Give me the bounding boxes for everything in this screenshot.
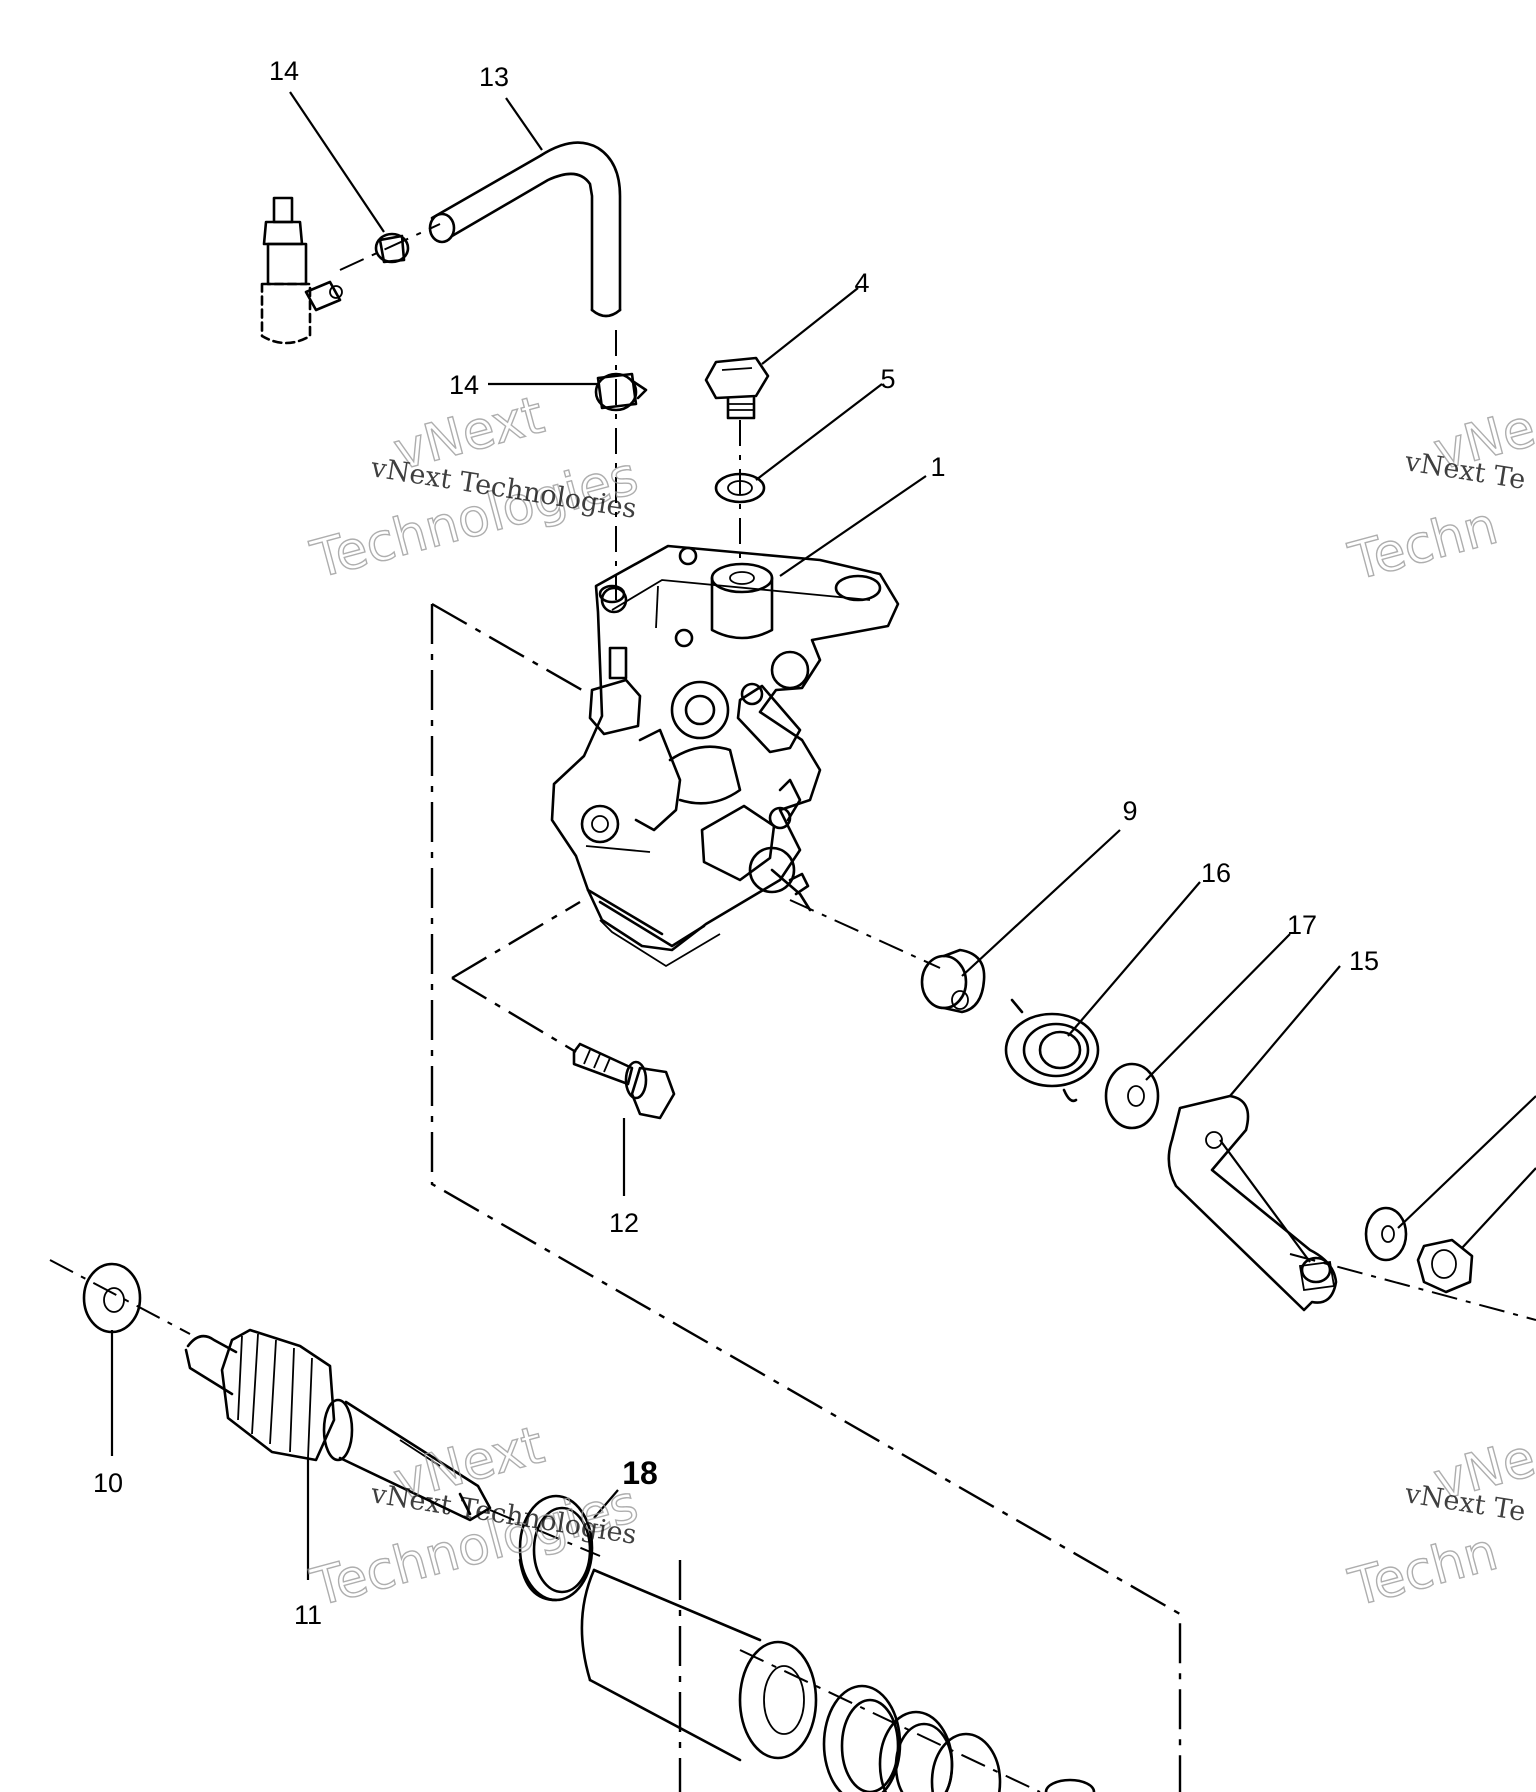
banjo-fitting: [260, 196, 343, 345]
clamp-part-14-mid: [594, 372, 648, 412]
dashed-frame: [430, 602, 1182, 1792]
o-rings: [822, 1684, 1096, 1792]
spring-part-16: [1004, 998, 1100, 1103]
callout-1: 1: [930, 452, 945, 482]
nut-right: [1416, 1238, 1474, 1294]
callout-16: 16: [1201, 858, 1231, 888]
watermark-word2-right: Techn: [1343, 496, 1504, 593]
ring-part-18: [518, 1494, 594, 1602]
sleeve: [580, 1568, 818, 1762]
callout-17: 17: [1287, 910, 1317, 940]
outlet-nipple: [588, 584, 642, 736]
watermark-word2-right-lower: Techn: [1343, 1522, 1504, 1619]
callout-13: 13: [479, 62, 509, 92]
callout-18: 18: [622, 1455, 658, 1491]
callout-14-mid: 14: [449, 370, 479, 400]
lever-part-15: [1167, 1094, 1338, 1312]
washer-right: [1364, 1206, 1408, 1262]
bolt-part-12: [572, 1042, 676, 1120]
callout-4: 4: [854, 268, 869, 298]
bolt-part-4: [704, 356, 770, 420]
clamp-part-14-top: [374, 232, 410, 264]
callout-14-top: 14: [269, 56, 299, 86]
callout-5: 5: [880, 364, 895, 394]
washer-part-5: [714, 472, 766, 504]
pump-body-part-1: [550, 544, 900, 968]
collar-part-9: [920, 948, 986, 1014]
axis-lines: [49, 223, 1536, 1792]
watermarks: vNext Technologies vNext Technologies vN…: [304, 385, 1536, 1620]
washer-part-17: [1104, 1062, 1160, 1130]
callout-11: 11: [294, 1600, 322, 1630]
washer-part-10: [82, 1262, 142, 1334]
callout-9: 9: [1122, 796, 1137, 826]
gear-shaft-part-11: [184, 1328, 492, 1522]
hose-part-13: [428, 141, 622, 318]
leader-lines: [110, 91, 1536, 1580]
callout-12: 12: [609, 1208, 639, 1238]
callout-labels: 1 4 5 9 10 11 12 13 14 14 15 16 17 18: [93, 56, 1379, 1630]
callout-10: 10: [93, 1468, 123, 1498]
callout-15: 15: [1349, 946, 1379, 976]
